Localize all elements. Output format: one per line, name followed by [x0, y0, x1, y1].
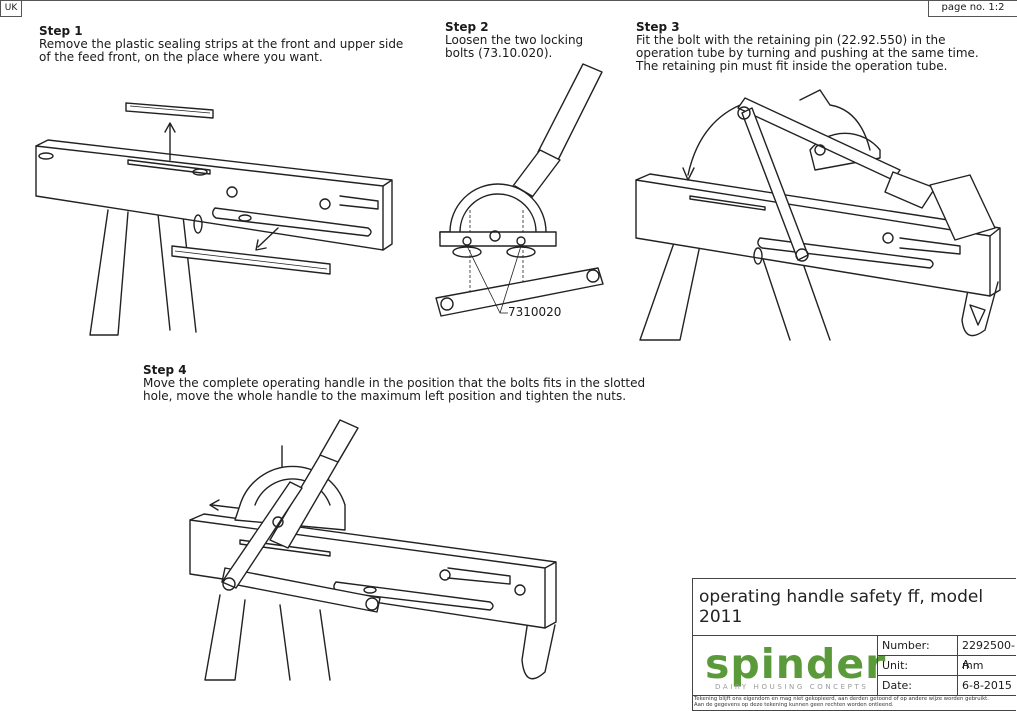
date-value: 6-8-2015 [957, 676, 1016, 695]
step-2-title: Step 2 [445, 20, 489, 34]
step-2-text: Loosen the two locking bolts (73.10.020)… [445, 33, 584, 60]
part-number-callout: 7310020 [508, 305, 562, 319]
footer-divider [693, 695, 1016, 696]
language-label: UK [0, 0, 22, 17]
step-3-block: Step 3 Fit the bolt with the retaining p… [636, 21, 979, 73]
step-3-text: Fit the bolt with the retaining pin (22.… [636, 33, 979, 73]
step-4-title: Step 4 [143, 363, 187, 377]
step-2-block: Step 2 Loosen the two locking bolts (73.… [445, 21, 583, 60]
step-1-title: Step 1 [39, 24, 83, 38]
top-border [21, 0, 1017, 1]
step-1-block: Step 1 Remove the plastic sealing strips… [39, 25, 403, 64]
step-1-text: Remove the plastic sealing strips at the… [39, 37, 404, 64]
title-divider [693, 635, 1016, 636]
number-value: 2292500-A [957, 636, 1016, 671]
page-number: page no. 1:2 [928, 0, 1017, 17]
step-3-title: Step 3 [636, 20, 680, 34]
brand-logo: spinder [705, 640, 887, 688]
step-4-text: Move the complete operating handle in th… [143, 376, 646, 403]
title-block: operating handle safety ff, model 2011 s… [692, 578, 1016, 711]
drawing-title: operating handle safety ff, model 2011 [699, 587, 984, 627]
brand-tagline: DAIRY HOUSING CONCEPTS [715, 683, 869, 691]
number-label: Number: [877, 636, 957, 656]
disclaimer-text: Tekening blijft ons eigendom en mag niet… [694, 696, 989, 708]
unit-label: Unit: [877, 656, 957, 676]
step-4-block: Step 4 Move the complete operating handl… [143, 364, 645, 403]
date-label: Date: [877, 676, 957, 695]
logo-area: spinder DAIRY HOUSING CONCEPTS [693, 636, 885, 695]
info-grid: Number: 2292500-A Unit: mm Date: 6-8-201… [877, 636, 1016, 695]
unit-value: mm [957, 656, 1016, 676]
